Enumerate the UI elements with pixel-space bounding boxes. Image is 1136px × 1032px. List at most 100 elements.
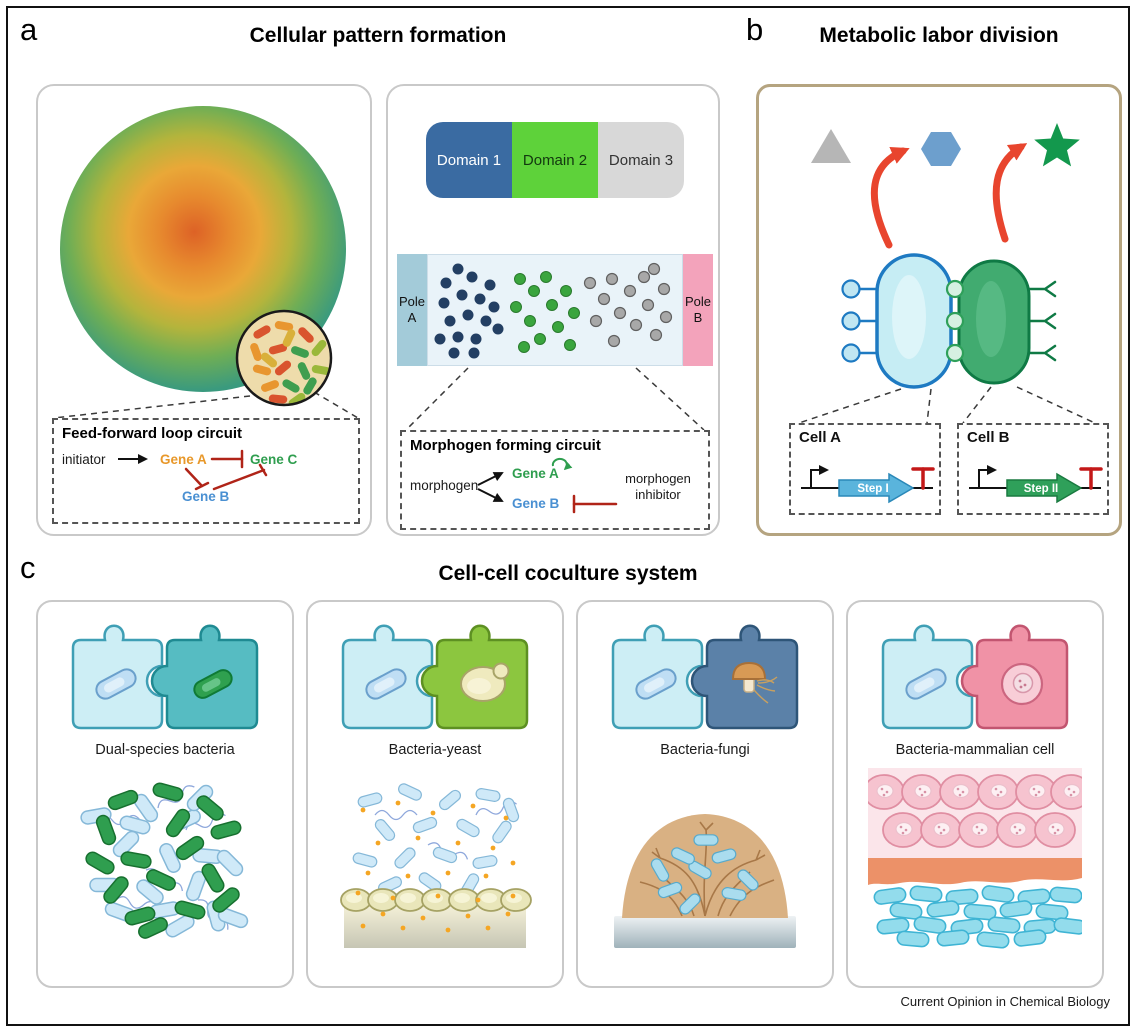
cell-a-label: Cell A (799, 429, 841, 446)
strip-dots (434, 262, 673, 359)
inhibitor-word2: inhibitor (635, 487, 681, 502)
bacteria-mammalian-illustration (868, 768, 1082, 950)
inhibition-a-b (184, 467, 210, 491)
product-star-icon (1034, 123, 1080, 167)
morphogen-label: morphogen (410, 478, 478, 493)
domain-1-segment: Domain 1 (426, 122, 512, 198)
puzzle-bacteria-yeast (341, 624, 529, 730)
pole-b-letter: B (693, 310, 703, 325)
panel-a-letter: a (20, 12, 38, 47)
promoter-arrow (810, 465, 829, 488)
cell-b-receptors (1027, 280, 1057, 362)
inhibition-b-c (212, 463, 268, 491)
morphogen-circuit-diagram: morphogen Gene A Gene B morphogen inhibi… (410, 457, 691, 514)
morphogen-strip: Pole A (397, 254, 713, 366)
cell-b-construct-box: Cell B Step II (957, 423, 1109, 515)
dual-species-illustration (79, 781, 251, 941)
panel-b-box: Cell A Step I Cell B Step II (756, 84, 1122, 536)
panel-c-letter: c (20, 550, 36, 585)
coculture-cards: Dual-species bacteria (36, 600, 1104, 988)
agar-base (614, 916, 796, 948)
cyan-bacteria-layer (872, 884, 1082, 950)
ffl-circuit-diagram: initiator Gene A Gene C Gene B (62, 449, 298, 504)
gray-cells (583, 262, 673, 348)
substrate-triangle-icon (811, 129, 851, 163)
morphogen-circuit-box: Morphogen forming circuit morphogen Gene… (400, 430, 710, 530)
card-label: Bacteria-mammalian cell (895, 742, 1055, 758)
terminator (911, 467, 935, 490)
green-cells (510, 271, 580, 353)
panel-a-title: Cellular pattern formation (249, 24, 507, 47)
bacteria-mix (237, 311, 331, 405)
blue-bacteria (351, 781, 521, 899)
mucus-layer (868, 858, 1082, 885)
cell-a-capsule (875, 253, 953, 389)
card-bacteria-fungi: Bacteria-fungi (576, 600, 834, 988)
journal-name: Current Opinion in Chemical Biology (900, 994, 1110, 1009)
domain-3-segment: Domain 3 (598, 122, 684, 198)
step1-label: Step I (857, 483, 888, 495)
card-dual-species-bacteria: Dual-species bacteria (36, 600, 294, 988)
metabolite-dots (355, 800, 516, 933)
morphogen-arrow-b (477, 488, 504, 502)
step2-gene-arrow (1006, 472, 1083, 504)
step2-label: Step II (1024, 483, 1059, 495)
card-label: Bacteria-fungi (660, 742, 750, 758)
inhibitor-word1: morphogen (625, 471, 691, 486)
bacteria-yeast-illustration (340, 781, 532, 948)
gene-c-label: Gene C (250, 452, 298, 467)
pole-b-word: Pole (684, 294, 712, 310)
cell-mixture-strip (427, 254, 683, 366)
bacteria-inset-circle (235, 309, 333, 407)
terminator (1079, 467, 1103, 490)
domain-2-segment: Domain 2 (512, 122, 598, 198)
card-bacteria-mammalian: Bacteria-mammalian cell (846, 600, 1104, 988)
card-label: Bacteria-yeast (388, 742, 482, 758)
pole-b: Pole B (683, 254, 713, 366)
panel-b-letter: b (746, 12, 764, 47)
cell-b-highlight (976, 281, 1006, 357)
cell-b-capsule (957, 259, 1031, 385)
card-bacteria-yeast: Bacteria-yeast (306, 600, 564, 988)
card-label: Dual-species bacteria (95, 742, 235, 758)
self-activation-arrow (551, 457, 573, 471)
pole-a: Pole A (397, 254, 427, 366)
step1-gene-arrow (838, 472, 915, 504)
panel-a-morphogen-box: Domain 1 Domain 2 Domain 3 Pole A (386, 84, 720, 536)
navy-cells (434, 263, 504, 359)
mammalian-cell-icon (1000, 662, 1044, 706)
ffl-title: Feed-forward loop circuit (62, 425, 243, 442)
morphogen-title: Morphogen forming circuit (410, 437, 601, 454)
intermediate-hexagon-icon (921, 132, 961, 166)
domain-bar: Domain 1 Domain 2 Domain 3 (426, 122, 684, 198)
gene-b-label: Gene B (182, 489, 230, 504)
initiator-label: initiator (62, 452, 106, 467)
cell-a-highlight (892, 275, 926, 359)
gene-a-label: Gene A (512, 466, 559, 481)
bacteria-fungi-illustration (614, 814, 796, 948)
cell-b-construct: Step II (969, 465, 1103, 504)
panel-b-title: Metabolic labor division (819, 24, 1059, 47)
cell-a-construct: Step I (801, 465, 935, 504)
gene-a-label: Gene A (160, 452, 207, 467)
cell-b-label: Cell B (967, 429, 1010, 446)
figure-frame: a Cellular pattern formation (6, 6, 1130, 1026)
ffl-circuit-box: Feed-forward loop circuit initiator Gene… (52, 418, 360, 524)
cell-callout-lines (798, 386, 1096, 424)
inhibition-a-c (210, 449, 244, 469)
cell-a-receptors (841, 279, 877, 363)
inhibitor-t-bar (572, 494, 618, 514)
pole-a-word: Pole (398, 294, 426, 310)
conversion-arrow-2 (992, 143, 1028, 243)
puzzle-piece-bacteria-b (150, 624, 259, 730)
panel-a-colony-box: Feed-forward loop circuit initiator Gene… (36, 84, 372, 536)
junction-receptors (945, 279, 965, 363)
puzzle-bacteria-mammalian (881, 624, 1069, 730)
cell-a-construct-box: Cell A Step I (789, 423, 941, 515)
panel-c-title: Cell-cell coculture system (438, 562, 698, 585)
puzzle-bacteria-fungi (611, 624, 799, 730)
conversion-arrow-1 (870, 147, 910, 249)
promoter-arrow (978, 465, 997, 488)
gene-b-label: Gene B (512, 496, 560, 511)
puzzle-dual-species (71, 624, 259, 730)
